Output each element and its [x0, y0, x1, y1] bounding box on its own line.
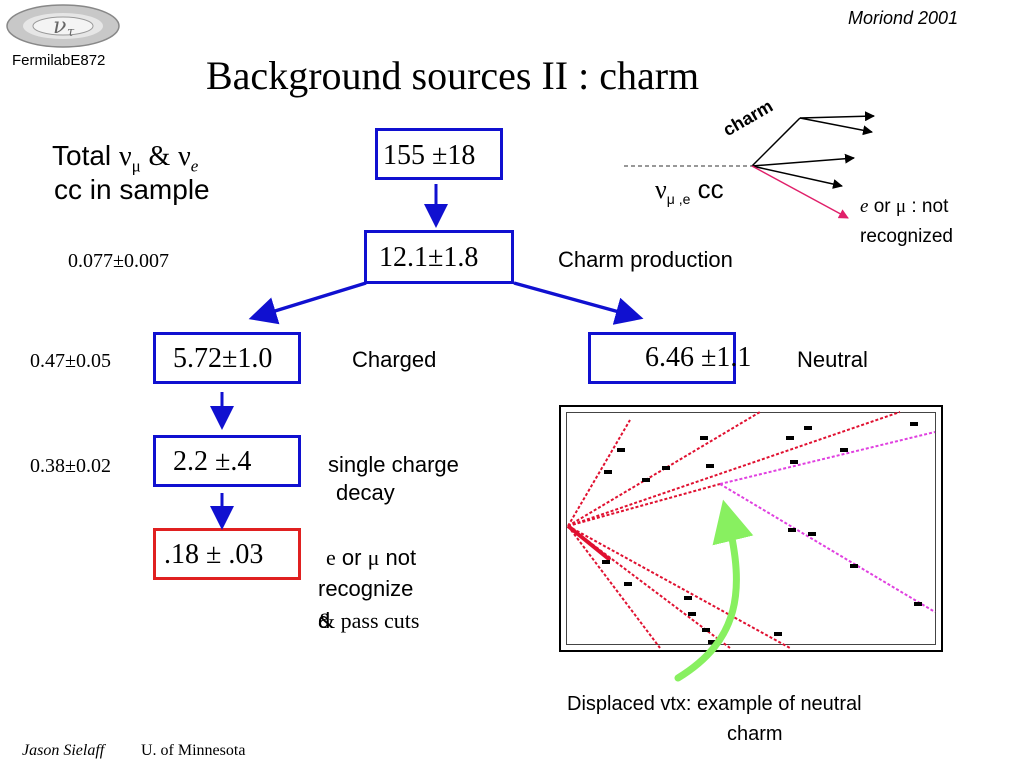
flavor-subscript: μ ,e	[666, 191, 691, 208]
total-label: Total νμ & νe	[52, 140, 198, 177]
not-recognized-label-line3: & pass cuts	[318, 608, 420, 633]
neutral-box	[588, 332, 736, 384]
lepton-note-line1: e or μ : not	[860, 196, 948, 218]
hadron-track	[751, 153, 855, 167]
or-word: or	[873, 196, 891, 217]
not-recognized-label-line2: recognize	[318, 576, 414, 601]
conference-label: Moriond 2001	[848, 8, 959, 28]
nu-symbol: ν	[178, 141, 191, 172]
single-charge-value: 2.2 ±.4	[173, 446, 252, 477]
charm-daughter-track	[799, 111, 875, 122]
charm-fraction: 0.077±0.007	[68, 250, 169, 272]
total-count-value: 155 ±18	[383, 140, 476, 171]
cc-word: cc	[697, 174, 724, 204]
mu-letter: μ	[367, 545, 380, 570]
lepton-track	[751, 165, 849, 219]
charm-production-value: 12.1±1.8	[379, 242, 479, 273]
ampersand: &	[148, 141, 171, 172]
flow-arrow-neutral	[513, 281, 644, 325]
author-name: Jason Sielaff	[22, 742, 105, 759]
hadron-track	[751, 165, 843, 189]
charm-daughter-track	[799, 117, 873, 136]
charged-fraction: 0.47±0.05	[30, 350, 111, 372]
single-charge-fraction: 0.38±0.02	[30, 455, 111, 477]
not-recognized-label-line1: e or μ not	[326, 545, 416, 571]
experiment-logo: ν τ	[4, 2, 122, 50]
charged-value: 5.72±1.0	[173, 343, 273, 374]
page-title: Background sources II : charm	[206, 53, 700, 98]
single-charge-label-line1: single charge	[328, 452, 459, 477]
not-recognized-box: .18 ± .03	[153, 528, 301, 580]
e-letter: e	[860, 196, 869, 217]
svg-text:τ: τ	[67, 25, 75, 40]
nu-symbol: ν	[118, 141, 132, 172]
charm-track-label: charm	[719, 95, 777, 141]
charged-box: 5.72±1.0	[153, 332, 301, 384]
neutral-value: 6.46 ±1.1	[645, 342, 752, 373]
single-charge-box: 2.2 ±.4	[153, 435, 301, 487]
neutral-label: Neutral	[797, 347, 868, 372]
affiliation: U. of Minnesota	[141, 742, 246, 759]
charm-production-box: 12.1±1.8	[364, 230, 514, 284]
mu-letter: μ	[895, 196, 907, 217]
total-count-box: 155 ±18	[375, 128, 503, 180]
not-recognized-overlap-letter: d	[318, 608, 331, 633]
total-word: Total	[52, 140, 112, 171]
event-display-frame	[566, 412, 936, 645]
charm-production-label: Charm production	[558, 247, 733, 272]
event-display	[559, 405, 943, 652]
single-charge-label-line2: decay	[336, 480, 395, 505]
nu-tau-logo-icon: ν τ	[6, 4, 120, 48]
e-subscript: e	[190, 156, 199, 176]
event-caption-line2: charm	[727, 723, 783, 745]
logo-label: FermilabE872	[12, 52, 106, 69]
total-label-line2: cc in sample	[54, 174, 210, 205]
nu-symbol: ν	[655, 175, 667, 204]
nu-cc-label: νμ ,e cc	[655, 174, 724, 207]
svg-text:ν: ν	[53, 14, 66, 39]
e-letter: e	[326, 545, 336, 570]
lepton-note-line2: recognized	[860, 226, 953, 247]
not-word: : not	[911, 196, 949, 217]
not-recognized-value: .18 ± .03	[164, 539, 264, 570]
not-word: not	[385, 545, 417, 570]
event-caption-line1: Displaced vtx: example of neutral	[567, 693, 862, 715]
mu-subscript: μ	[131, 156, 141, 176]
or-word: or	[341, 545, 362, 570]
flow-arrow-charged	[248, 281, 367, 325]
charm-track	[751, 117, 801, 167]
charged-label: Charged	[352, 347, 437, 372]
